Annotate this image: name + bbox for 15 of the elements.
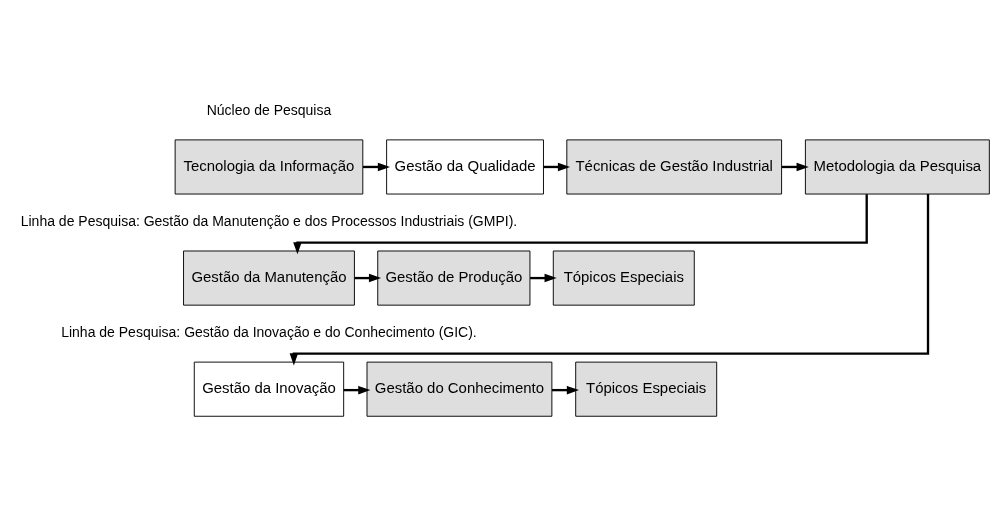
label: Linha de Pesquisa: Gestão da Manutenção e dos Processos Industriais (GMPI). [20, 212, 518, 229]
label: Linha de Pesquisa: Gestão da Inovação e do Conhecimento (GIC). [61, 323, 477, 340]
node-box: Técnicas de Gestão Industrial [566, 138, 783, 194]
node-box: Tópicos Especiais [552, 250, 695, 306]
arrow [289, 193, 930, 365]
node-box: Gestão de Produção [377, 250, 531, 306]
label: Núcleo de Pesquisa [206, 101, 332, 118]
node-box: Tópicos Especiais [575, 361, 718, 417]
node-box: Gestão da Qualidade [386, 138, 544, 194]
node-box: Tecnologia da Informação [174, 138, 364, 194]
node-box: Gestão do Conhecimento [366, 361, 553, 417]
node-box: Metodologia da Pesquisa [804, 138, 990, 194]
node-box: Gestão da Inovação [193, 361, 345, 417]
arrow [293, 193, 868, 254]
node-box: Gestão da Manutenção [183, 250, 355, 306]
